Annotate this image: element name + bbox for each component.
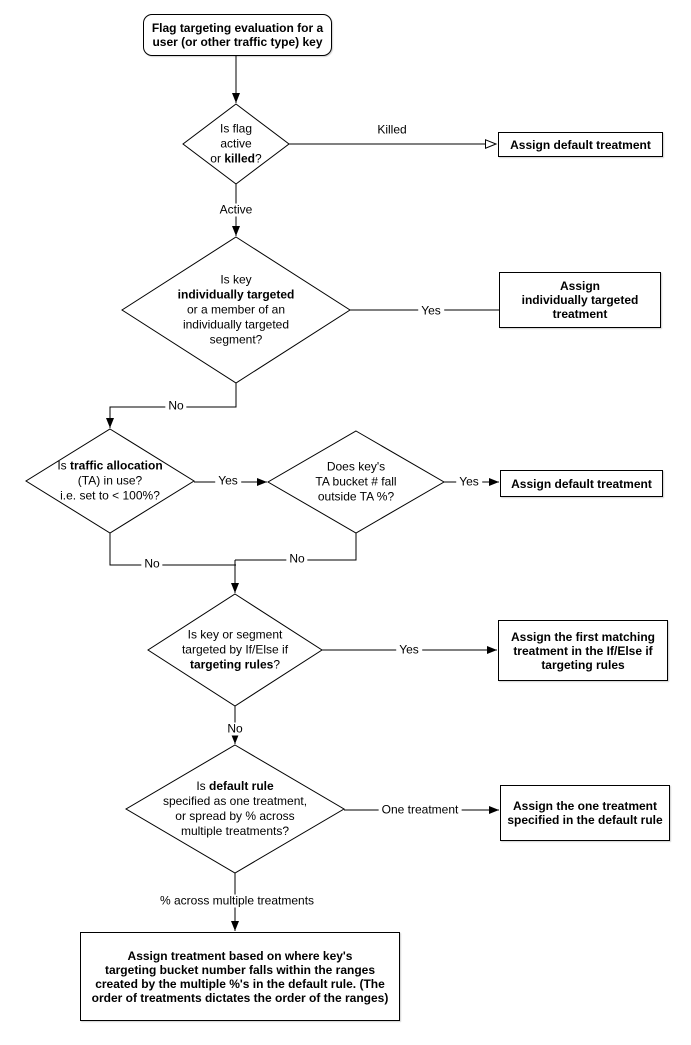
label-line: Does key's (326, 459, 386, 474)
label-line: individually targeted (521, 293, 639, 307)
decision-ta-bucket-label: Does key's TA bucket # fall outside TA %… (315, 460, 396, 505)
label-line: Is key (220, 272, 252, 287)
decision-default-rule-label: Is default rule specified as one treatme… (163, 779, 307, 839)
edge-label-yes-ta: Yes (215, 474, 241, 488)
node-assign-default-top: Assign default treatment (498, 132, 663, 157)
label-line: TA bucket # fall (315, 474, 397, 489)
decision-default-rule-shape (125, 744, 345, 874)
label-line: Assign default treatment (511, 476, 652, 491)
label-line: targeted by If/Else if (181, 642, 289, 657)
label-line: individually targeted (177, 287, 295, 302)
label-line: multiple treatments? (180, 824, 290, 838)
edge-label-yes-bucket: Yes (456, 475, 482, 489)
node-assign-ranges: Assign treatment based on where key's ta… (80, 932, 400, 1021)
label-line: Flag targeting evaluation for a (151, 21, 324, 35)
edge-bucket-no (235, 533, 357, 561)
label-line: specified in the default rule (507, 813, 663, 827)
label-line: Is default rule (196, 779, 274, 793)
label-line: user (or other traffic type) key (152, 35, 323, 49)
label-line: active (220, 136, 252, 151)
decision-ta-bucket-shape (267, 430, 445, 534)
label-line: Assign the first matching (510, 629, 656, 644)
edge-label-no-individual: No (165, 399, 187, 413)
edge-label-pct-across: % across multiple treatments (156, 894, 318, 908)
label-line: Is key or segment (187, 627, 283, 642)
label-line: specified as one treatment, (162, 794, 308, 808)
node-assign-individual: Assign individually targeted treatment (499, 272, 661, 328)
edge-label-yes-rules: Yes (396, 643, 422, 657)
label-line: Assign (559, 279, 600, 293)
decision-targeting-rules-shape (147, 593, 323, 707)
edge-label-no-ta: No (141, 557, 163, 571)
label-line: Is traffic allocation (57, 458, 163, 473)
node-assign-default-mid: Assign default treatment (500, 470, 663, 497)
label-line: created by the multiple %'s in the defau… (95, 976, 385, 991)
decision-flag-active-label: Is flag active or killed? (210, 122, 261, 167)
decision-traffic-allocation-label: Is traffic allocation (TA) in use? i.e. … (57, 459, 162, 504)
node-start: Flag targeting evaluation for a user (or… (143, 14, 332, 56)
label-line: or killed? (210, 151, 262, 166)
decision-traffic-allocation-shape (25, 428, 195, 534)
label-line: targeting rules (541, 657, 625, 672)
edge-ta-no (109, 533, 236, 566)
decision-individually-targeted-shape (121, 236, 351, 384)
label-line: Assign default treatment (510, 137, 651, 152)
node-assign-first-matching: Assign the first matching treatment in t… (498, 620, 668, 681)
label-line: individually targeted (182, 317, 290, 332)
edge-label-active: Active (216, 203, 256, 217)
edge-label-no-rules: No (224, 722, 246, 736)
label-line: Is flag (219, 121, 253, 136)
edge-label-no-bucket: No (286, 552, 308, 566)
label-line: (TA) in use? (77, 473, 143, 488)
label-line: treatment (552, 307, 608, 321)
label-line: i.e. set to < 100%? (60, 488, 160, 503)
label-line: targeting bucket number falls within the… (104, 962, 376, 977)
decision-targeting-rules-label: Is key or segment targeted by If/Else if… (182, 628, 288, 673)
label-line: order of treatments dictates the order o… (91, 990, 389, 1005)
edge-label-yes-individual: Yes (418, 304, 444, 318)
label-line: outside TA %? (317, 489, 395, 504)
edge-label-killed: Killed (374, 123, 410, 137)
label-line: or a member of an (186, 302, 286, 317)
label-line: or spread by % across (175, 809, 295, 823)
decision-flag-active-shape (182, 103, 290, 185)
label-line: Assign the one treatment (512, 799, 658, 813)
node-assign-one-treatment: Assign the one treatment specified in th… (500, 785, 670, 841)
decision-individually-targeted-label: Is key individually targeted or a member… (178, 273, 295, 348)
label-line: segment? (209, 332, 263, 347)
edge-label-one-treatment: One treatment (378, 803, 462, 817)
label-line: Assign treatment based on where key's (127, 948, 353, 963)
label-line: treatment in the If/Else if (513, 643, 653, 658)
label-line: targeting rules? (189, 657, 281, 672)
